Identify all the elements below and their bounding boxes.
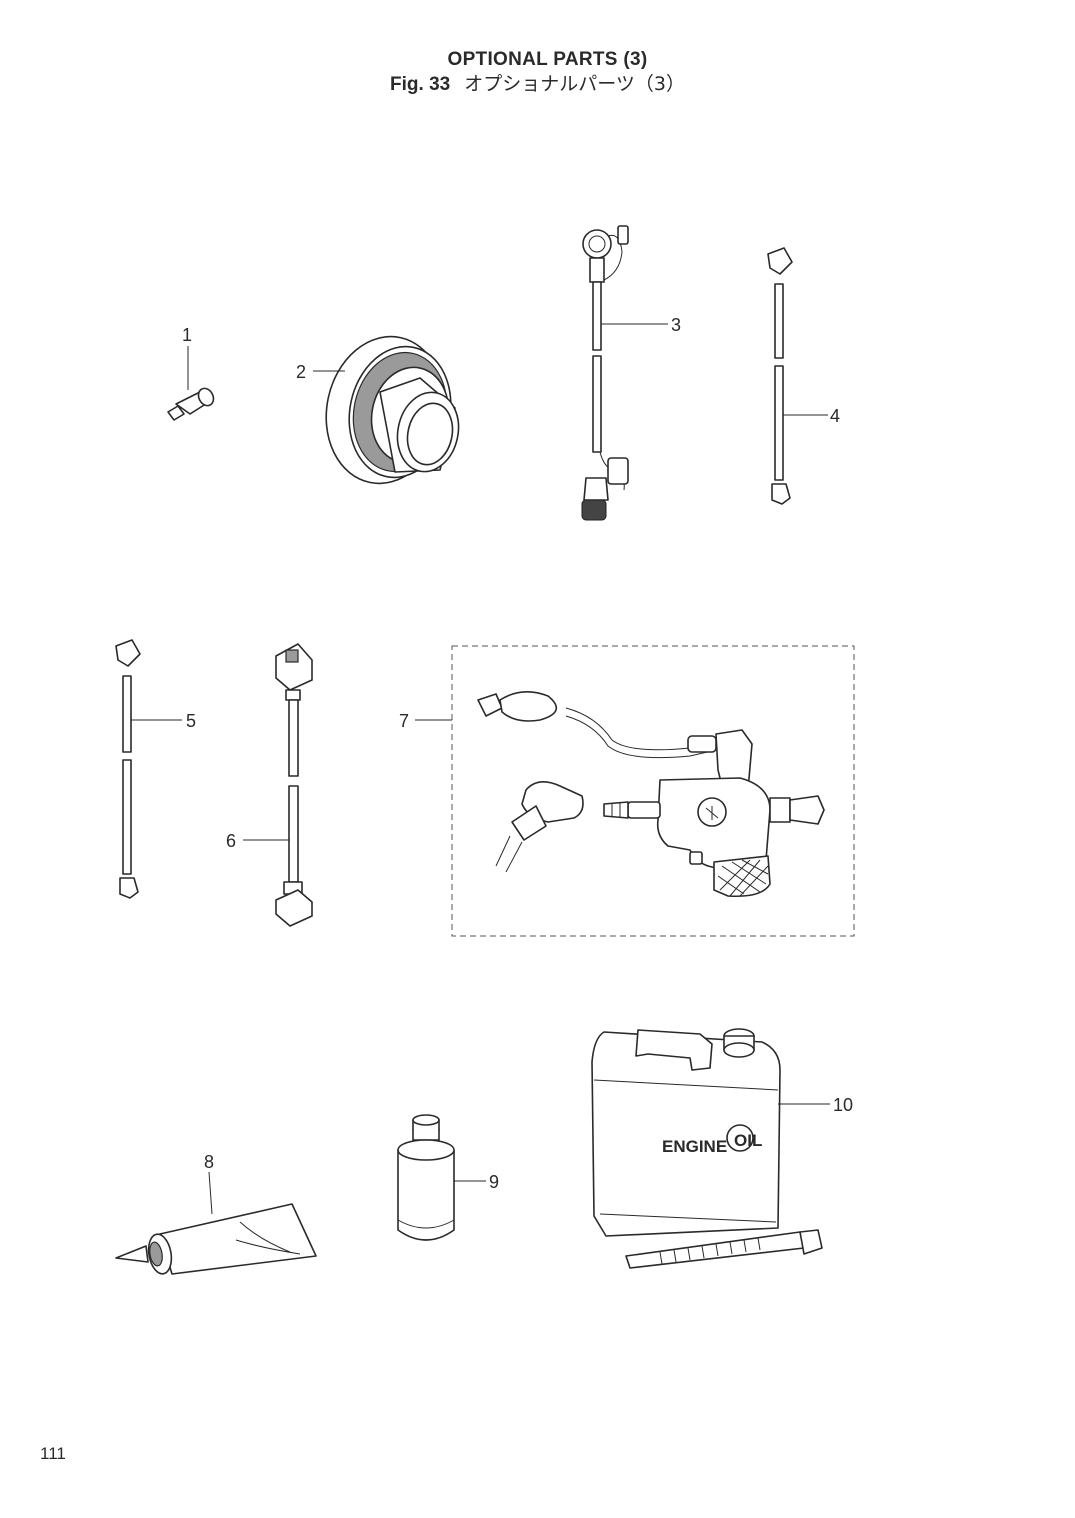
container-label-engine: ENGINE (662, 1137, 727, 1156)
callout-1: 1 (182, 325, 193, 345)
callout-4: 4 (830, 406, 841, 426)
part-8-grease-tube (115, 1171, 317, 1275)
part-10-oil-container: ENGINE OIL (591, 1028, 830, 1269)
part-1-spacer (167, 346, 215, 421)
callout-9: 9 (489, 1172, 500, 1192)
callout-6: 6 (226, 831, 237, 851)
callout-5: 5 (186, 711, 197, 731)
callout-10: 10 (833, 1095, 854, 1115)
part-4-cable (767, 247, 828, 505)
figure-label: Fig. 33 (390, 74, 451, 95)
part-6-cable (243, 643, 313, 927)
part-5-cable (115, 639, 182, 899)
page-header: OPTIONAL PARTS (3) Fig. 33 オプショナルパーツ（3） (0, 48, 1075, 97)
callout-2: 2 (296, 362, 307, 382)
callout-8: 8 (204, 1152, 215, 1172)
callout-7: 7 (399, 711, 410, 731)
part-9-can (397, 1114, 486, 1241)
page-number: 111 (40, 1444, 66, 1463)
callout-3: 3 (671, 315, 682, 335)
nozzle-ribs (659, 1237, 761, 1265)
part-7-kit (415, 645, 855, 937)
figure-caption: Fig. 33 オプショナルパーツ（3） (0, 72, 1075, 97)
container-label-oil: OIL (734, 1131, 762, 1150)
part-2-pulley (313, 335, 460, 485)
part-3-harness (581, 225, 668, 521)
figure-title-jp: オプショナルパーツ（3） (464, 73, 685, 95)
page-title: OPTIONAL PARTS (3) (447, 49, 648, 70)
part-7-grip-texture (717, 859, 769, 897)
